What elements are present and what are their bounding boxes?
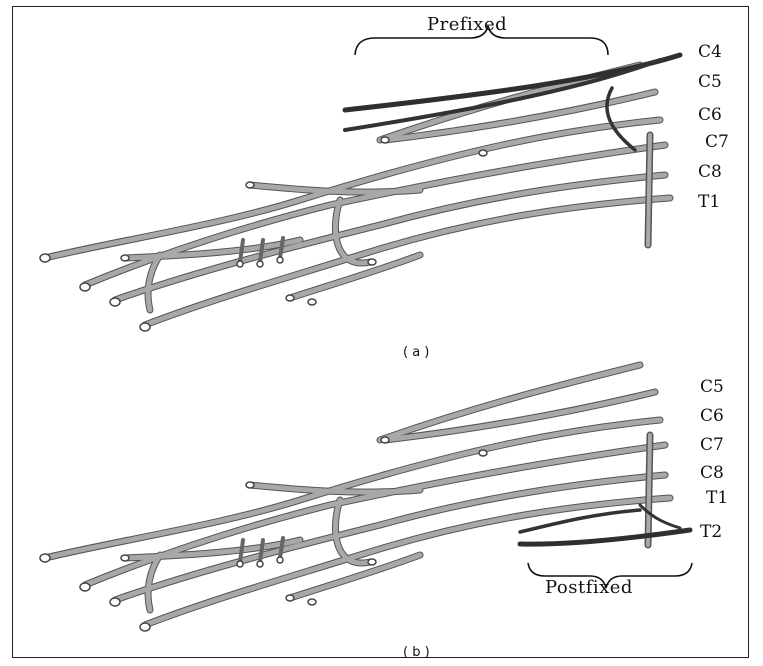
- root-label-a-3: C6: [698, 105, 722, 125]
- root-label-b-5: T1: [706, 488, 728, 508]
- panel-b-label: ( b ): [403, 645, 430, 660]
- root-label-a-2: C5: [698, 72, 722, 92]
- postfixed-label: Postfixed: [545, 577, 633, 598]
- root-label-a-5: C8: [698, 162, 722, 182]
- prefixed-label: Prefixed: [427, 14, 507, 35]
- plexus-a: [40, 26, 680, 331]
- root-label-b-3: C7: [700, 435, 724, 455]
- root-label-b-4: C8: [700, 463, 724, 483]
- root-label-b-1: C5: [700, 377, 724, 397]
- root-label-b-6: T2: [700, 522, 722, 542]
- root-label-a-1: C4: [698, 42, 722, 62]
- root-label-a-6: T1: [698, 192, 720, 212]
- root-label-a-4: C7: [705, 132, 729, 152]
- root-label-b-2: C6: [700, 406, 724, 426]
- panel-a-label: ( a ): [403, 345, 429, 360]
